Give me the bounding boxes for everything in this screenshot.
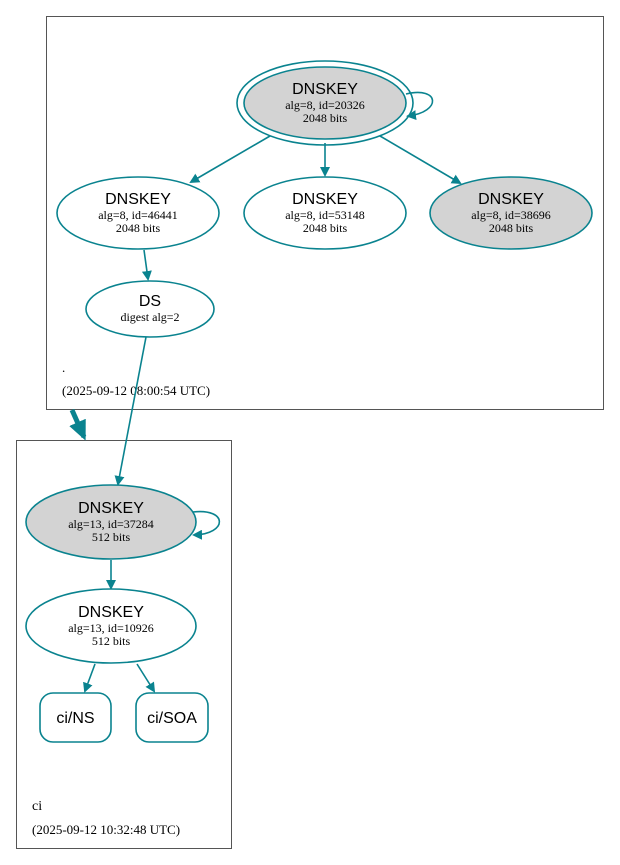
edge-ci-ksk-self bbox=[192, 510, 221, 540]
node-title: DS bbox=[139, 293, 161, 310]
node-rrset-ci-soa[interactable]: ci/SOA bbox=[135, 692, 209, 743]
node-algorithm-id: alg=8, id=20326 bbox=[285, 98, 365, 112]
node-algorithm-id: alg=8, id=53148 bbox=[285, 208, 365, 222]
edges bbox=[69, 91, 462, 693]
node-title: DNSKEY bbox=[292, 191, 358, 208]
ci-zone-cluster: ci (2025-09-12 10:32:48 UTC) bbox=[16, 440, 232, 849]
node-title: DNSKEY bbox=[78, 604, 144, 621]
node-title: DNSKEY bbox=[78, 500, 144, 517]
node-algorithm-id: alg=8, id=38696 bbox=[471, 208, 551, 222]
node-key-size: 512 bits bbox=[92, 530, 131, 544]
ci-zone-name: ci bbox=[32, 799, 42, 814]
node-title: DNSKEY bbox=[292, 81, 358, 98]
node-key-size: 2048 bits bbox=[303, 221, 348, 235]
node-dnskey-20326[interactable]: DNSKEY alg=8, id=20326 2048 bits bbox=[236, 60, 414, 146]
node-dnskey-10926[interactable]: DNSKEY alg=13, id=10926 512 bits bbox=[25, 588, 197, 664]
edge-ci-zsk-to-soa bbox=[136, 663, 156, 693]
edge-ds-to-ci-ksk bbox=[114, 336, 147, 486]
root-zone-name: . bbox=[62, 360, 65, 375]
edge-delegation bbox=[69, 408, 87, 441]
node-dnskey-53148[interactable]: DNSKEY alg=8, id=53148 2048 bits bbox=[243, 176, 407, 250]
node-title: DNSKEY bbox=[478, 191, 544, 208]
node-algorithm-id: alg=13, id=10926 bbox=[68, 621, 154, 635]
node-label: ci/NS bbox=[56, 710, 94, 727]
node-label: ci/SOA bbox=[147, 710, 197, 727]
node-key-size: 512 bits bbox=[92, 634, 131, 648]
edge-root-ksk-self bbox=[405, 91, 434, 121]
node-title: DNSKEY bbox=[105, 191, 171, 208]
edge-root-ksk-to-38696 bbox=[379, 135, 462, 185]
edge-46441-to-ds bbox=[141, 249, 152, 281]
node-key-size: 2048 bits bbox=[489, 221, 534, 235]
node-dnskey-46441[interactable]: DNSKEY alg=8, id=46441 2048 bits bbox=[56, 176, 220, 250]
node-ds-ci[interactable]: DS digest alg=2 bbox=[85, 280, 215, 338]
ci-zone-timestamp: (2025-09-12 10:32:48 UTC) bbox=[32, 822, 180, 837]
node-digest-alg: digest alg=2 bbox=[120, 310, 179, 324]
node-dnskey-38696[interactable]: DNSKEY alg=8, id=38696 2048 bits bbox=[429, 176, 593, 250]
node-dnskey-37284[interactable]: DNSKEY alg=13, id=37284 512 bits bbox=[25, 484, 197, 560]
edge-ci-zsk-to-ns bbox=[83, 663, 96, 693]
node-key-size: 2048 bits bbox=[116, 221, 161, 235]
node-algorithm-id: alg=8, id=46441 bbox=[98, 208, 178, 222]
edge-root-ksk-to-46441 bbox=[189, 135, 271, 184]
node-rrset-ci-ns[interactable]: ci/NS bbox=[39, 692, 112, 743]
node-key-size: 2048 bits bbox=[303, 111, 348, 125]
node-algorithm-id: alg=13, id=37284 bbox=[68, 517, 154, 531]
